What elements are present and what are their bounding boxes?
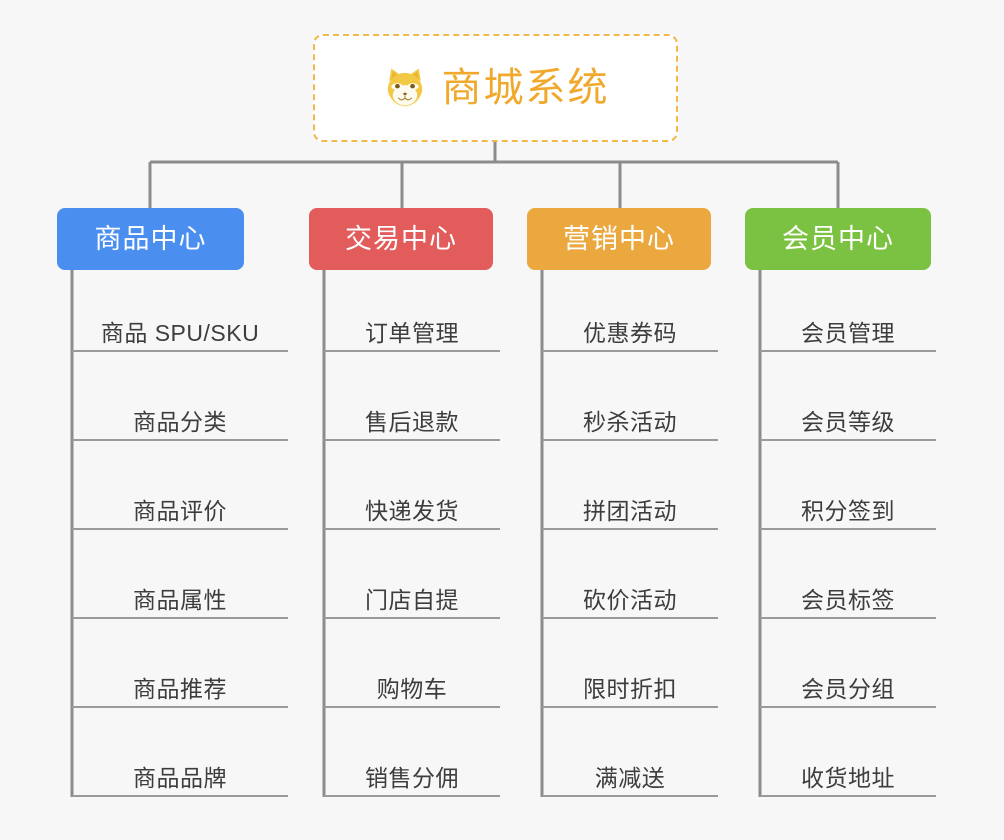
leaf-node[interactable]: 购物车 (324, 666, 500, 708)
leaf-label: 满减送 (594, 765, 666, 792)
leaf-label: 快递发货 (365, 498, 459, 525)
category-label: 会员中心 (782, 223, 894, 254)
category-label: 商品中心 (94, 223, 207, 254)
category-node-2[interactable]: 交易中心 (309, 208, 493, 270)
leaf-label: 收货地址 (801, 765, 895, 792)
leaf-node[interactable]: 会员管理 (760, 310, 936, 352)
shiba-dog-face-icon (382, 65, 428, 111)
leaf-node[interactable]: 优惠券码 (542, 310, 718, 352)
leaf-node[interactable]: 商品评价 (72, 488, 288, 530)
leaf-label: 售后退款 (365, 409, 459, 436)
leaf-label: 秒杀活动 (583, 409, 677, 436)
leaf-node[interactable]: 砍价活动 (542, 577, 718, 619)
leaf-node[interactable]: 快递发货 (324, 488, 500, 530)
leaf-label: 积分签到 (801, 498, 895, 525)
leaf-node[interactable]: 满减送 (542, 755, 718, 797)
leaf-node[interactable]: 商品推荐 (72, 666, 288, 708)
leaf-node[interactable]: 秒杀活动 (542, 399, 718, 441)
leaf-label: 拼团活动 (583, 498, 677, 525)
leaf-node[interactable]: 收货地址 (760, 755, 936, 797)
category-node-1[interactable]: 商品中心 (57, 208, 244, 270)
leaf-label: 销售分佣 (365, 765, 459, 792)
leaf-label: 会员分组 (801, 676, 895, 703)
leaf-label: 限时折扣 (583, 676, 677, 703)
leaf-node[interactable]: 销售分佣 (324, 755, 500, 797)
leaf-label: 商品评价 (133, 498, 227, 525)
category-label: 交易中心 (345, 223, 457, 254)
category-label: 营销中心 (563, 223, 675, 254)
leaf-label: 会员等级 (801, 409, 895, 436)
category-node-4[interactable]: 会员中心 (745, 208, 931, 270)
leaf-label: 优惠券码 (583, 320, 677, 347)
leaf-node[interactable]: 门店自提 (324, 577, 500, 619)
leaf-label: 商品推荐 (133, 676, 227, 703)
leaf-label: 购物车 (376, 676, 448, 703)
leaf-node[interactable]: 会员等级 (760, 399, 936, 441)
leaf-node[interactable]: 商品分类 (72, 399, 288, 441)
leaf-label: 商品属性 (133, 587, 227, 614)
category-node-3[interactable]: 营销中心 (527, 208, 711, 270)
leaf-label: 商品品牌 (133, 765, 227, 792)
leaf-label: 订单管理 (365, 320, 459, 347)
leaf-node[interactable]: 积分签到 (760, 488, 936, 530)
leaf-label: 会员管理 (801, 320, 895, 347)
root-node[interactable]: 商城系统 (313, 34, 678, 142)
leaf-node[interactable]: 商品品牌 (72, 755, 288, 797)
root-title: 商城系统 (441, 66, 610, 110)
leaf-node[interactable]: 拼团活动 (542, 488, 718, 530)
leaf-label: 商品分类 (133, 409, 227, 436)
leaf-node[interactable]: 售后退款 (324, 399, 500, 441)
leaf-label: 门店自提 (365, 587, 459, 614)
leaf-node[interactable]: 商品 SPU/SKU (72, 310, 288, 352)
leaf-node[interactable]: 会员分组 (760, 666, 936, 708)
leaf-label: 砍价活动 (583, 587, 677, 614)
leaf-node[interactable]: 限时折扣 (542, 666, 718, 708)
leaf-label: 商品 SPU/SKU (100, 320, 260, 347)
leaf-label: 会员标签 (801, 587, 895, 614)
leaf-node[interactable]: 会员标签 (760, 577, 936, 619)
leaf-node[interactable]: 商品属性 (72, 577, 288, 619)
leaf-node[interactable]: 订单管理 (324, 310, 500, 352)
